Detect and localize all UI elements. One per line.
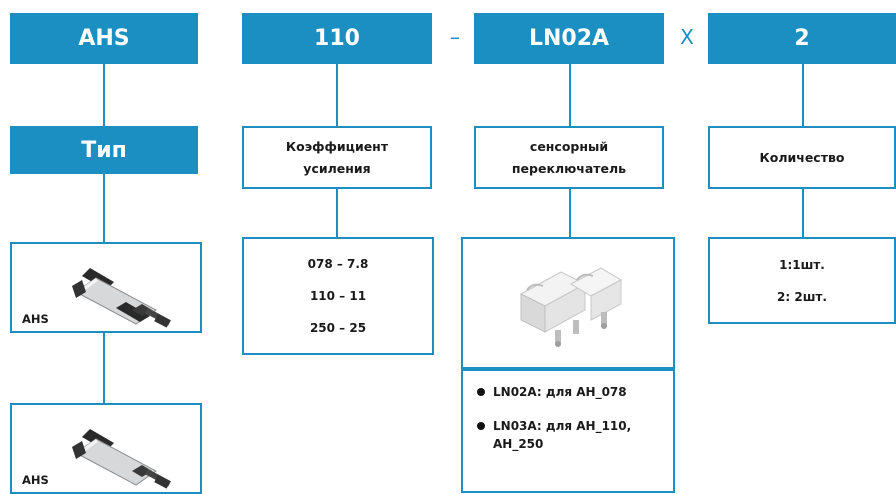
sensor-switch-image bbox=[519, 267, 623, 347]
connector-switch-image bbox=[569, 189, 571, 237]
switch-model-item: LN02A: для AH_078 bbox=[471, 383, 667, 401]
gain-option: 078 – 7.8 bbox=[307, 257, 369, 271]
pneumatic-cylinder-image bbox=[72, 268, 171, 328]
switch-title-line1: сенсорный bbox=[529, 138, 609, 154]
switch-title-line2: переключатель bbox=[511, 160, 627, 176]
switch-header: LN02A bbox=[474, 13, 664, 64]
bullet-icon bbox=[477, 388, 485, 396]
gain-options-box: 078 – 7.8 110 – 11 250 – 25 bbox=[242, 237, 434, 355]
cylinder-label-1: AHS bbox=[22, 312, 49, 326]
gain-option: 250 – 25 bbox=[309, 321, 367, 335]
dash-separator: – bbox=[450, 25, 460, 49]
connector-bore-gain bbox=[336, 64, 338, 126]
connector-type-cylinder1 bbox=[103, 174, 105, 242]
gain-title-line2: усиления bbox=[303, 160, 371, 176]
connector-qty-options bbox=[802, 189, 804, 237]
gain-option: 110 – 11 bbox=[309, 289, 367, 303]
cylinder-card-1: AHS bbox=[10, 242, 202, 333]
switch-title-box: сенсорный переключатель bbox=[474, 126, 664, 189]
gain-title-box: Коэффициент усиления bbox=[242, 126, 432, 189]
qty-header: 2 bbox=[708, 13, 896, 64]
qty-title-box: Количество bbox=[708, 126, 896, 189]
bore-code: 110 bbox=[314, 26, 360, 51]
cylinder-label-2: AHS bbox=[22, 473, 49, 487]
type-title: Тип bbox=[10, 126, 198, 174]
qty-title: Количество bbox=[759, 149, 845, 165]
bullet-icon bbox=[477, 422, 485, 430]
bore-header: 110 bbox=[242, 13, 432, 64]
qty-option: 1:1шт. bbox=[779, 257, 825, 272]
qty-code: 2 bbox=[794, 26, 810, 51]
connector-cylinder1-cylinder2 bbox=[103, 333, 105, 403]
pneumatic-cylinder-image bbox=[72, 429, 171, 489]
switch-model-list: LN02A: для AH_078 LN03A: для AH_110, AH_… bbox=[471, 383, 667, 453]
switch-code: LN02A bbox=[528, 26, 610, 51]
connector-qty-title bbox=[802, 64, 804, 126]
connector-model-type bbox=[103, 64, 105, 126]
connector-switch-title bbox=[569, 64, 571, 126]
qty-option: 2: 2шт. bbox=[777, 289, 827, 304]
model-header: AHS bbox=[10, 13, 198, 64]
cylinder-card-2: AHS bbox=[10, 403, 202, 494]
switch-model-item: LN03A: для AH_110, AH_250 bbox=[471, 417, 667, 453]
gain-title-line1: Коэффициент bbox=[285, 138, 389, 154]
times-separator: X bbox=[680, 25, 694, 49]
switch-models-box: LN02A: для AH_078 LN03A: для AH_110, AH_… bbox=[461, 369, 675, 493]
model-code: AHS bbox=[78, 26, 130, 51]
connector-gain-options bbox=[336, 189, 338, 237]
switch-image-box bbox=[461, 237, 675, 369]
qty-options-box: 1:1шт. 2: 2шт. bbox=[708, 237, 896, 324]
